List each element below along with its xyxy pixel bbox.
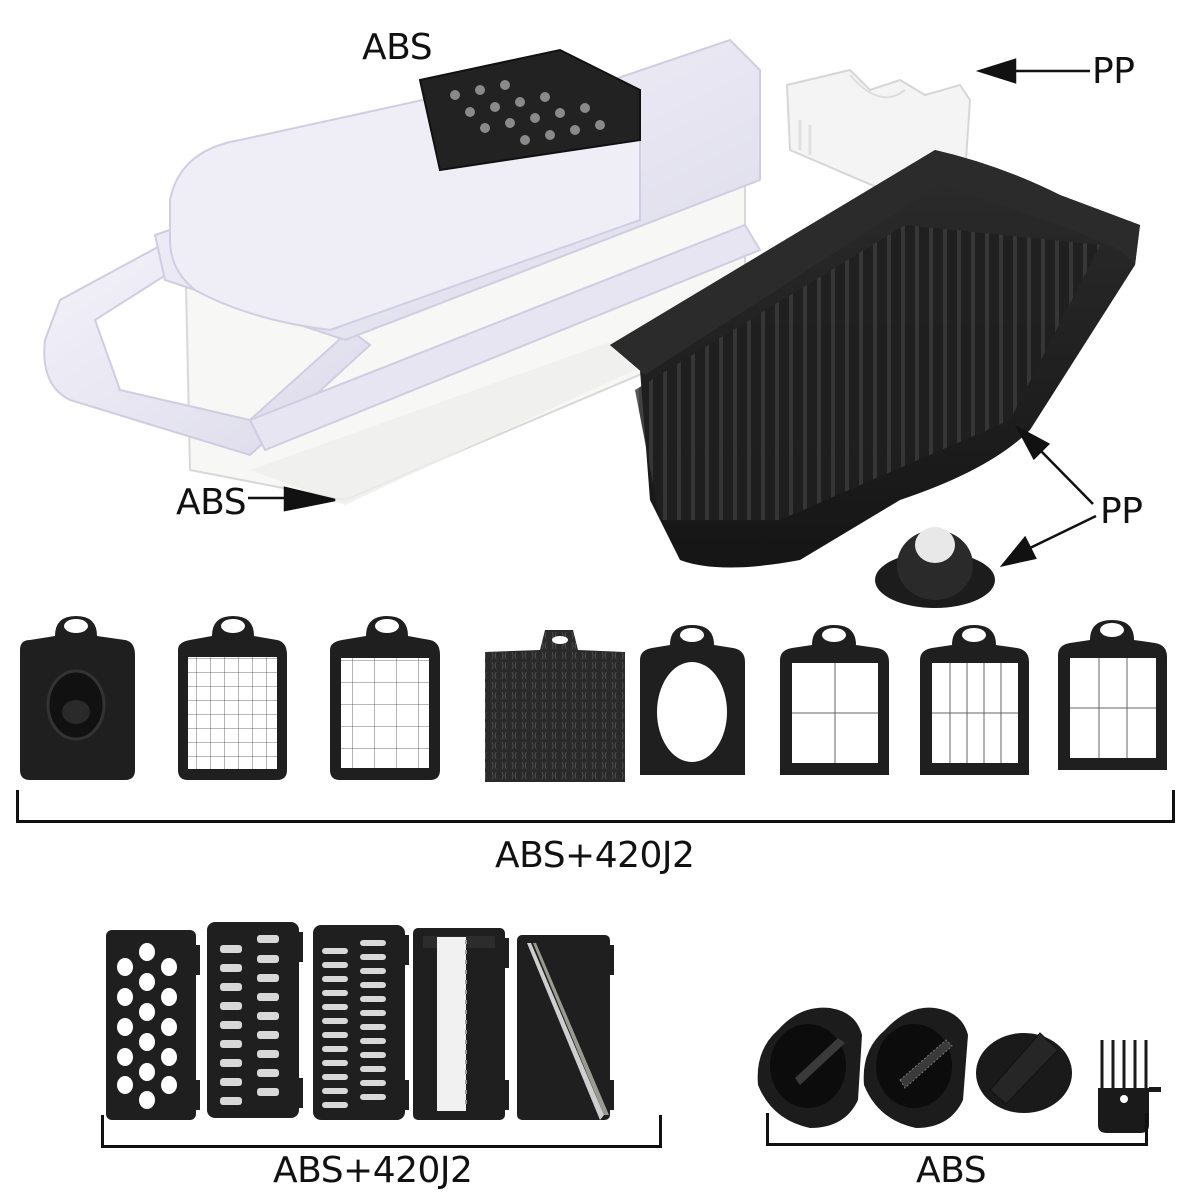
grater-wavy-slicer [413, 928, 509, 1120]
cleaning-brush-comb [1098, 1040, 1161, 1133]
blade-insert-spiralizer-plate [20, 616, 135, 780]
label-grater-blades-material: ABS+420J2 [273, 1150, 473, 1191]
grater-coarse [106, 930, 200, 1120]
blade-insert-fine-grid [178, 616, 287, 780]
label-container-material: ABS [176, 482, 247, 523]
blade-insert-oval-frame [640, 625, 745, 775]
bracket-accessories [766, 1113, 1148, 1146]
label-basket-material: PP [1100, 491, 1143, 532]
bracket-grater-blades [101, 1115, 662, 1148]
grater-straight-slicer [517, 935, 614, 1120]
pp-strainer-basket [610, 150, 1140, 568]
pp-pusher-knob [875, 527, 995, 608]
chopper-main-body [43, 38, 762, 505]
blade-insert-six-segment-grid [1058, 620, 1167, 770]
grater-blade-row [106, 922, 614, 1120]
label-accessories-material: ABS [916, 1150, 987, 1191]
label-lid-material: ABS [362, 27, 433, 68]
spiral-cutter-serrated [863, 1007, 968, 1128]
grater-julienne-large [207, 922, 303, 1118]
blade-insert-row [20, 616, 1167, 782]
blade-insert-pusher-plate [485, 630, 625, 782]
grater-julienne-fine [313, 925, 409, 1120]
spiral-cutter-straight [757, 1007, 862, 1128]
cap-knob [976, 1032, 1072, 1113]
label-holder-material: PP [1092, 51, 1135, 92]
blade-insert-eight-segment-grid [920, 625, 1029, 775]
accessory-row [757, 1007, 1161, 1133]
callout-arrows [248, 58, 1097, 567]
blade-insert-medium-grid [330, 616, 440, 780]
blade-insert-quarter-grid [780, 625, 889, 775]
bracket-blade-inserts [16, 790, 1175, 823]
label-blade-inserts-material: ABS+420J2 [495, 835, 695, 876]
